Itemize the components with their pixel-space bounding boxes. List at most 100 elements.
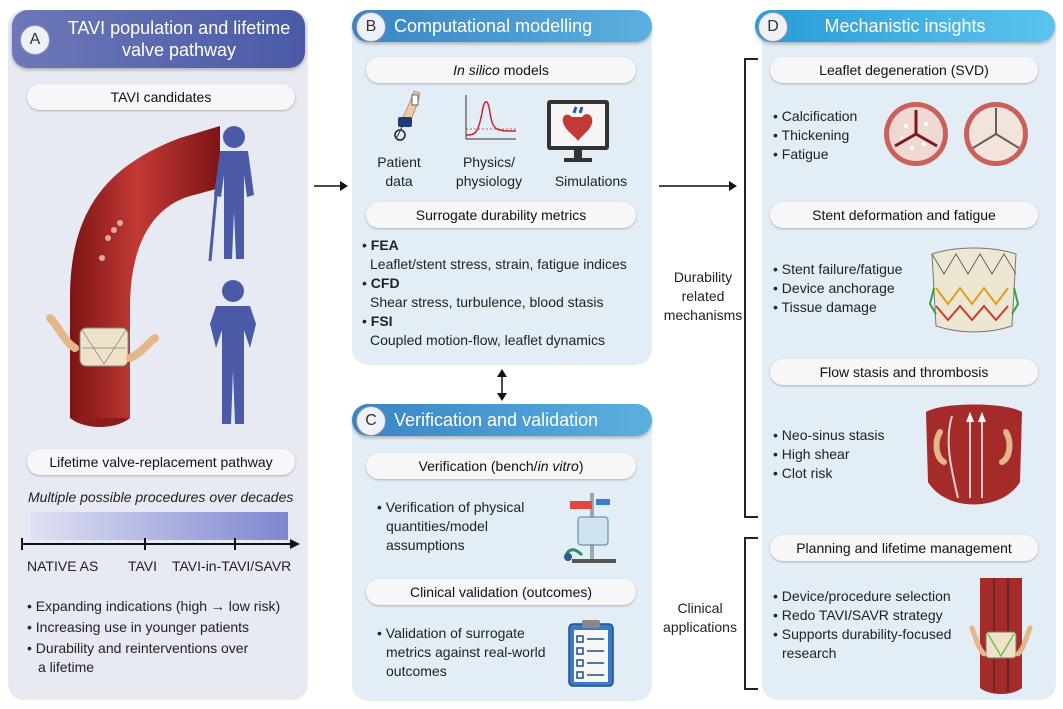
icon-label-physics: Physics/ physiology (446, 153, 532, 191)
bullet-line: Neo-sinus stasis (781, 427, 885, 443)
verification-label: Verification (bench/in vitro) (366, 453, 636, 479)
verification-bullet-line: quantities/model (386, 518, 488, 534)
bracket-durability-top (744, 58, 758, 60)
panel-d-title: Mechanistic insights (824, 16, 986, 36)
section-stent-bullets: • Stent failure/fatigue • Device anchora… (773, 261, 903, 315)
clinical-validation-label: Clinical validation (outcomes) (366, 579, 636, 605)
arrow-b-c-bidirectional-icon (497, 369, 507, 401)
bullet-line: Stent failure/fatigue (781, 261, 903, 277)
calcified-leaflet-icon (884, 102, 1028, 166)
in-silico-italic: In silico (453, 62, 500, 78)
timeline-native-as: NATIVE AS (27, 558, 99, 574)
clinical-bullet-line: outcomes (386, 663, 447, 679)
in-silico-rest: models (499, 62, 549, 78)
bullet-line: Clot risk (781, 465, 833, 481)
bracket-durability (744, 58, 746, 517)
panel-b-header: Computational modelling (352, 10, 652, 42)
clipboard-checklist-icon (568, 620, 614, 687)
stent-deformation-icon (928, 247, 1020, 333)
section-leaflet-title: Leaflet degeneration (SVD) (770, 57, 1038, 83)
bracket-clinical (744, 537, 746, 689)
metrics-list: • FEA Leaflet/stent stress, strain, fati… (362, 236, 648, 350)
metric-desc-fea: Leaflet/stent stress, strain, fatigue in… (370, 256, 627, 272)
icon-label-line: physiology (455, 173, 523, 189)
panel-a-bullet: Durability and reinterventions over (35, 640, 249, 656)
verification-bullet: • Verification of physical quantities/mo… (377, 499, 525, 553)
arrow-a-to-b-icon (314, 181, 348, 191)
bracket-clinical-top (744, 537, 758, 539)
clinical-applications-label: Clinical applications (660, 599, 740, 637)
arrow-b-to-d-icon (659, 181, 737, 191)
icon-label-line: Physics/ (462, 154, 516, 170)
waveform-plot-icon (465, 95, 517, 140)
pathway-gradient-bar (30, 512, 288, 540)
panel-a-bullet: Increasing use in younger patients (35, 619, 250, 635)
pathway-subtitle: Multiple possible procedures over decade… (28, 489, 294, 505)
panel-d-header: Mechanistic insights (755, 10, 1055, 42)
section-planning-bullets: • Device/procedure selection • Redo TAVI… (773, 588, 952, 661)
redo-tavi-aorta-icon (969, 578, 1033, 694)
bench-test-rig-icon (564, 493, 616, 563)
section-stent-title: Stent deformation and fatigue (770, 202, 1038, 228)
icon-label-line: Patient (377, 154, 421, 170)
bullet-line: Calcification (781, 108, 858, 124)
panel-a-bullet: a lifetime (38, 659, 95, 675)
panel-a-bullets: • Expanding indications (high → low risk… (27, 598, 281, 675)
panel-a-title: TAVI population and lifetime valve pathw… (67, 18, 291, 60)
verification-label-end: ) (578, 458, 584, 474)
timeline-tavi-in-tavi: TAVI-in-TAVI/SAVR (172, 558, 292, 574)
icon-label-line: data (385, 173, 413, 189)
section-flow-title: Flow stasis and thrombosis (770, 359, 1038, 385)
panel-a (8, 10, 308, 700)
durability-line: Durability (673, 269, 733, 285)
panel-b-title: Computational modelling (394, 16, 593, 36)
durability-line: mechanisms (663, 307, 743, 323)
bullet-line: Tissue damage (781, 299, 877, 315)
clinical-bullet: • Validation of surrogate metrics agains… (377, 625, 546, 679)
panel-c-title: Verification and validation (394, 410, 599, 430)
bullet-line: Redo TAVI/SAVR strategy (781, 607, 943, 623)
bullet-line: High shear (781, 446, 850, 462)
bracket-clinical-bottom (744, 688, 758, 690)
pathway-label: Lifetime valve-replacement pathway (27, 449, 295, 475)
clinical-bullet-line: Validation of surrogate (385, 625, 525, 641)
clinical-line: Clinical (677, 600, 723, 616)
icon-label-simulations: Simulations (554, 173, 628, 189)
in-silico-models-label: In silico models (366, 57, 636, 83)
section-flow-bullets: • Neo-sinus stasis • High shear • Clot r… (773, 427, 885, 481)
metric-name-fea: FEA (370, 237, 399, 253)
bullet-line: Device anchorage (781, 280, 895, 296)
monitor-heart-icon (547, 100, 609, 162)
durability-line: related (681, 288, 725, 304)
verification-label-plain: Verification (bench/ (418, 458, 538, 474)
younger-patient-silhouette-icon (210, 280, 256, 424)
clinical-line: applications (663, 619, 737, 635)
metric-name-fsi: FSI (370, 313, 393, 329)
timeline-axis-icon (21, 538, 300, 550)
bullet-line: Supports durability-focused (781, 626, 952, 642)
section-planning-title: Planning and lifetime management (770, 535, 1038, 561)
surrogate-metrics-label: Surrogate durability metrics (366, 202, 636, 228)
arm-sensor-icon (394, 90, 421, 141)
panel-d-badge: D (758, 12, 788, 42)
icon-label-patient-data: Patient data (366, 153, 432, 191)
bullet-line: research (782, 645, 837, 661)
elderly-patient-silhouette-icon (208, 126, 254, 262)
flow-thrombosis-icon (926, 404, 1022, 505)
panel-a-bullet: Expanding indications (high → low risk) (35, 598, 281, 614)
panel-c-header: Verification and validation (352, 404, 652, 436)
metric-desc-cfd: Shear stress, turbulence, blood stasis (370, 294, 604, 310)
section-leaflet-bullets: • Calcification • Thickening • Fatigue (773, 108, 858, 162)
timeline-tavi: TAVI (128, 558, 158, 574)
verification-label-italic: in vitro (537, 458, 579, 474)
bullet-line: Thickening (781, 127, 850, 143)
bracket-durability-bottom (744, 516, 758, 518)
panel-a-badge: A (20, 25, 50, 55)
metric-desc-fsi: Coupled motion-flow, leaflet dynamics (370, 332, 606, 348)
tavi-candidates-label: TAVI candidates (27, 84, 295, 110)
clinical-bullet-line: metrics against real-world (386, 644, 546, 660)
panel-c-badge: C (356, 406, 386, 436)
durability-mechanisms-label: Durability related mechanisms (660, 268, 746, 325)
aorta-with-valve-icon (46, 126, 220, 427)
bullet-line: Device/procedure selection (781, 588, 951, 604)
